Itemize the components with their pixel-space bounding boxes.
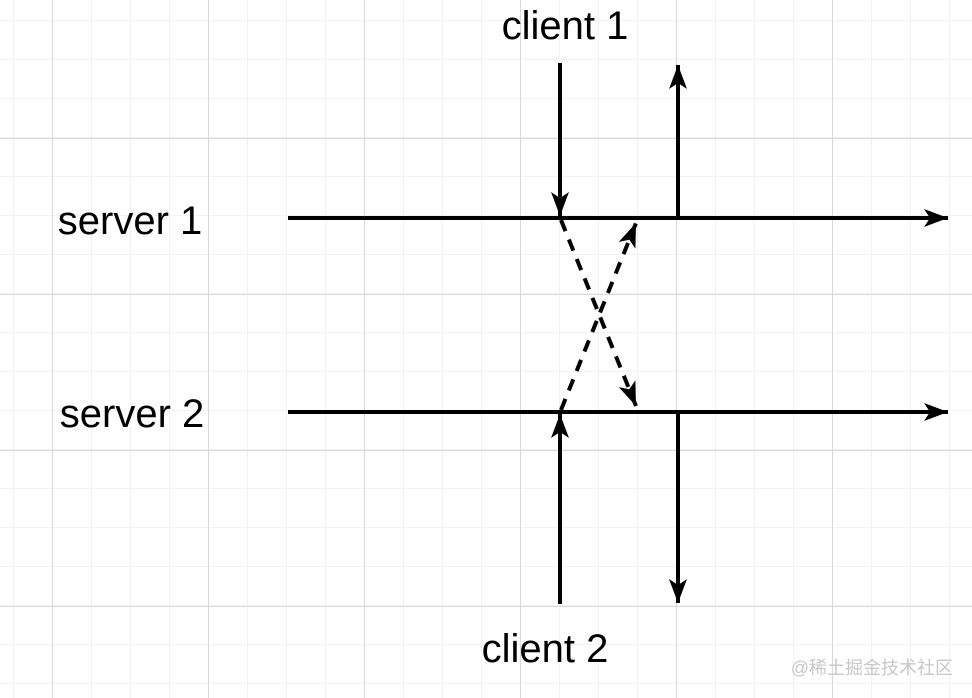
watermark-text: @稀土掘金技术社区: [790, 658, 953, 678]
label-client-2: client 2: [481, 627, 609, 671]
label-server-1: server 1: [57, 199, 203, 243]
label-server-2: server 2: [59, 392, 205, 436]
label-client-1: client 1: [501, 4, 629, 48]
